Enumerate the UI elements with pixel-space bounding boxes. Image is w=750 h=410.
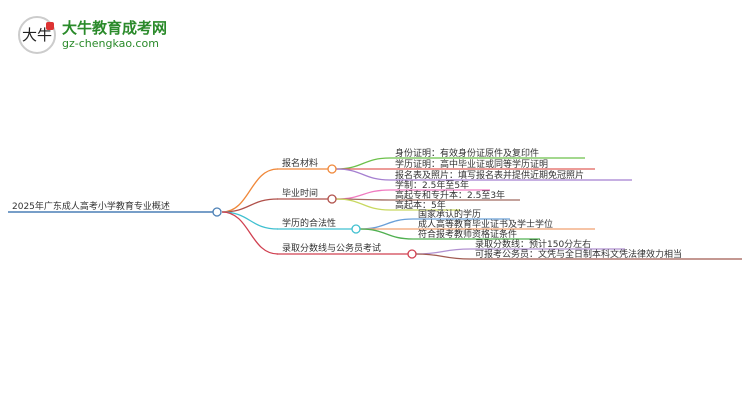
logo: 大牛 大牛教育成考网 gz-chengkao.com xyxy=(18,16,167,54)
leaf-topic[interactable]: 可报考公务员：文凭与全日制本科文凭法律效力相当 xyxy=(475,248,682,260)
leaf-topic[interactable]: 身份证明：有效身份证原件及复印件 xyxy=(395,147,539,159)
leaf-topic[interactable]: 高起本：5年 xyxy=(395,199,446,211)
branch-topic[interactable]: 报名材料 xyxy=(282,157,318,169)
leaf-topic[interactable]: 高起专和专升本：2.5至3年 xyxy=(395,189,505,201)
branch-connector xyxy=(221,168,279,213)
logo-title: 大牛教育成考网 xyxy=(62,19,168,37)
branch-connector xyxy=(221,211,279,255)
leaf-connector xyxy=(335,168,391,181)
branch-collapse-toggle[interactable] xyxy=(327,194,337,204)
leaf-topic[interactable]: 录取分数线：预计150分左右 xyxy=(475,238,591,250)
leaf-topic[interactable]: 成人高等教育毕业证书及学士学位 xyxy=(418,218,553,230)
leaf-connector xyxy=(359,218,414,230)
leaf-connector xyxy=(415,248,471,255)
leaf-topic[interactable]: 学制：2.5年至5年 xyxy=(395,179,469,191)
logo-mark: 大牛 xyxy=(18,16,56,54)
leaf-connector xyxy=(335,157,391,170)
root-topic[interactable]: 2025年广东成人高考小学教育专业概述 xyxy=(12,200,170,212)
leaf-topic[interactable]: 报名表及照片：填写报名表并提供近期免冠照片 xyxy=(395,169,584,181)
root-collapse-toggle[interactable] xyxy=(212,207,222,217)
leaf-topic[interactable]: 符合报考教师资格证条件 xyxy=(418,228,517,240)
branch-topic[interactable]: 学历的合法性 xyxy=(282,217,336,229)
leaf-connector xyxy=(415,253,471,260)
leaf-topic[interactable]: 国家承认的学历 xyxy=(418,208,481,220)
leaf-connector xyxy=(359,228,414,240)
branch-topic[interactable]: 毕业时间 xyxy=(282,187,318,199)
branch-collapse-toggle[interactable] xyxy=(351,224,361,234)
branch-collapse-toggle[interactable] xyxy=(327,164,337,174)
leaf-connector xyxy=(335,189,391,200)
logo-url: gz-chengkao.com xyxy=(62,37,159,50)
leaf-connector xyxy=(335,198,391,211)
branch-connector xyxy=(221,211,279,230)
leaf-topic[interactable]: 学历证明：高中毕业证或同等学历证明 xyxy=(395,158,548,170)
branch-collapse-toggle[interactable] xyxy=(407,249,417,259)
branch-topic[interactable]: 录取分数线与公务员考试 xyxy=(282,242,381,254)
branch-connector xyxy=(221,198,279,213)
